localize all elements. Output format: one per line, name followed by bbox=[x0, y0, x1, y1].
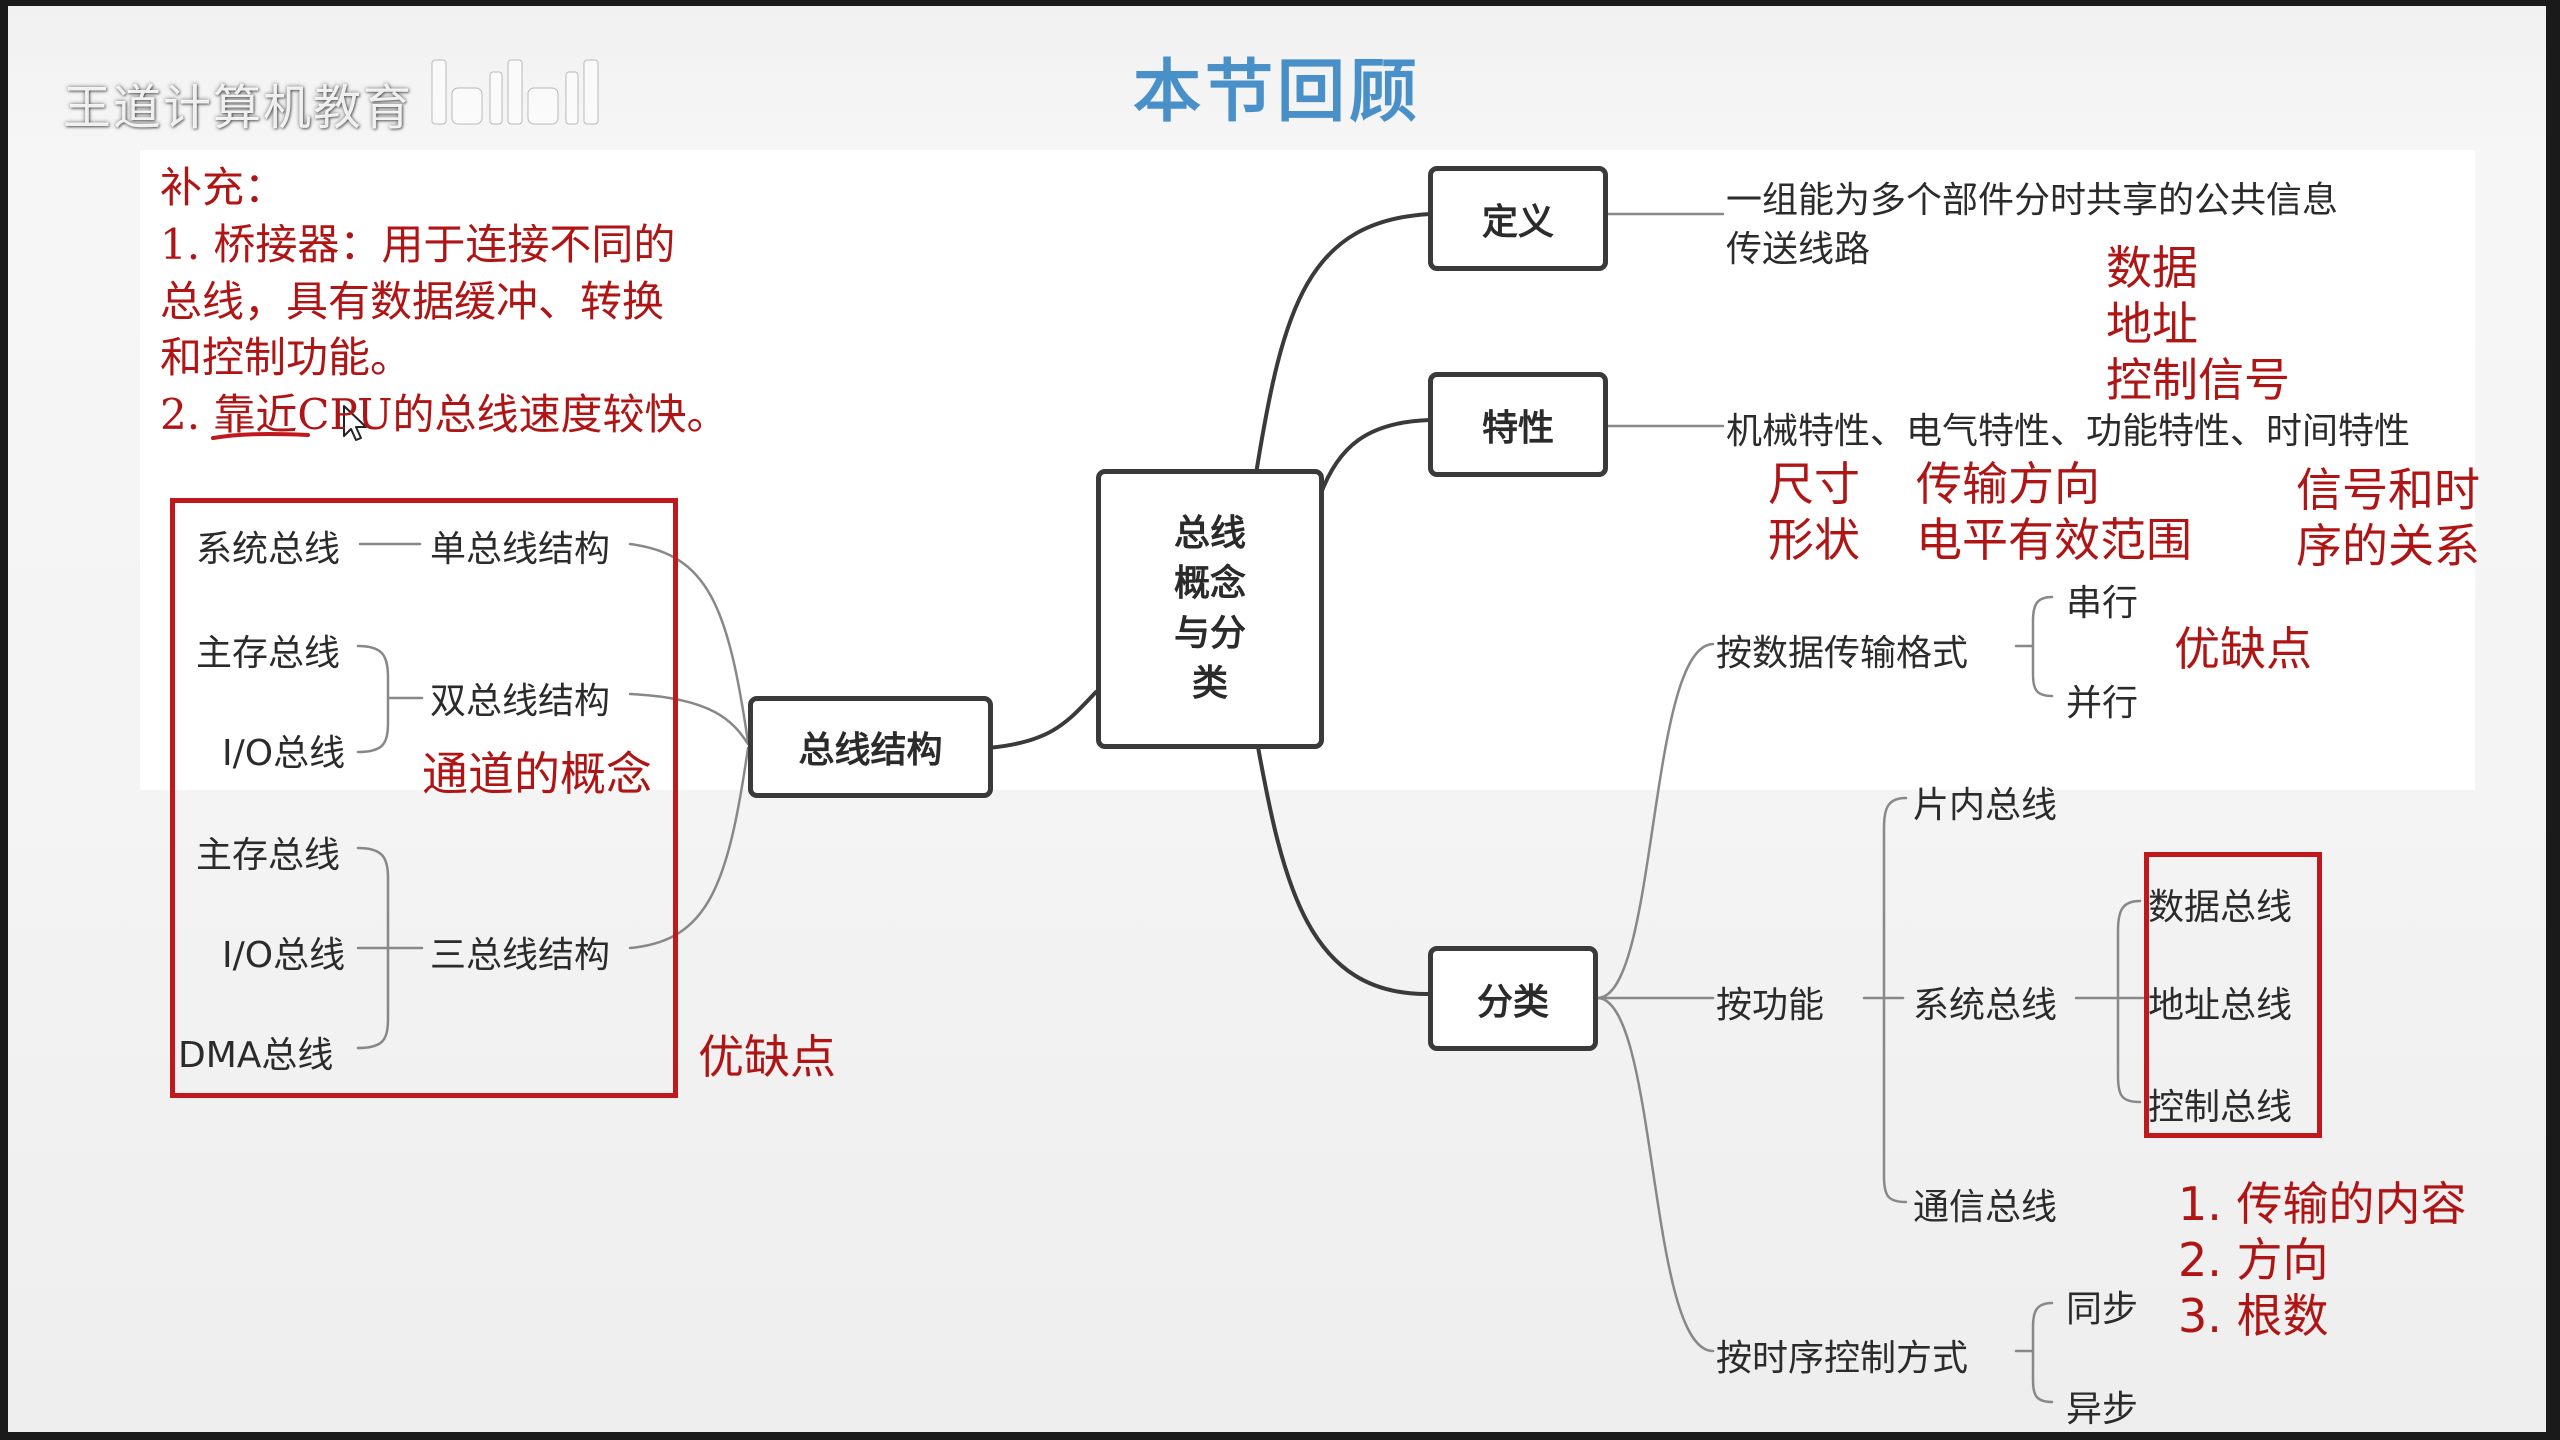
by-timing-label: 按时序控制方式 bbox=[1716, 1338, 1969, 1379]
link-structure-triple bbox=[628, 746, 750, 950]
slide: 王道计算机教育 本节回顾 补充： 1. 桥接器：用于连接不同的 总线，具有数据缓… bbox=[8, 6, 2546, 1432]
mouse-cursor bbox=[343, 405, 367, 441]
single-left-label: 系统总线 bbox=[196, 529, 341, 570]
properties-note-direction: 传输方向 bbox=[1916, 457, 2100, 511]
definition-node[interactable]: 定义 bbox=[1428, 166, 1608, 271]
bracket-timing bbox=[2014, 1301, 2054, 1404]
function-note-1: 1. 传输的内容 bbox=[2178, 1177, 2467, 1231]
link-center-properties bbox=[1318, 418, 1432, 498]
properties-text: 机械特性、电气特性、功能特性、时间特性 bbox=[1726, 411, 2411, 452]
triple-left-label-2: I/O总线 bbox=[222, 935, 346, 976]
by-function-label: 按功能 bbox=[1716, 985, 1825, 1026]
address-bus-label: 地址总线 bbox=[2148, 985, 2293, 1026]
definition-note-address: 地址 bbox=[2106, 297, 2198, 351]
properties-node[interactable]: 特性 bbox=[1428, 372, 1608, 477]
on-chip-bus-label: 片内总线 bbox=[1913, 785, 2058, 826]
link-structure-dual bbox=[628, 692, 750, 746]
definition-note-control: 控制信号 bbox=[2106, 353, 2290, 407]
properties-note-size: 尺寸 bbox=[1768, 457, 1860, 511]
single-structure-label: 单总线结构 bbox=[430, 529, 611, 570]
format-pros-cons-note: 优缺点 bbox=[2174, 622, 2312, 676]
classification-node[interactable]: 分类 bbox=[1428, 946, 1598, 1051]
definition-text-2: 传送线路 bbox=[1726, 229, 1871, 270]
note-line-4: 2. 靠近CPU的总线速度较快。 bbox=[160, 390, 729, 439]
structure-node[interactable]: 总线结构 bbox=[748, 696, 993, 798]
watermark-logo-icon bbox=[428, 54, 618, 132]
sync-label: 同步 bbox=[2066, 1289, 2139, 1330]
properties-note-shape: 形状 bbox=[1768, 513, 1860, 567]
link-structure-single bbox=[628, 542, 750, 744]
system-bus-label: 系统总线 bbox=[1913, 985, 2058, 1026]
definition-note-data: 数据 bbox=[2106, 241, 2198, 295]
note-line-3: 和控制功能。 bbox=[160, 333, 413, 382]
mindmap-links bbox=[211, 212, 2145, 1404]
channel-concept-note: 通道的概念 bbox=[422, 747, 652, 801]
bracket-function bbox=[1862, 796, 1908, 1204]
center-node[interactable]: 总线 概念 与分 类 bbox=[1096, 469, 1324, 749]
properties-note-timing-1: 信号和时 bbox=[2296, 463, 2480, 517]
note-line-1: 1. 桥接器：用于连接不同的 bbox=[160, 220, 676, 269]
link-center-structure bbox=[986, 690, 1098, 750]
comm-bus-label: 通信总线 bbox=[1913, 1187, 2058, 1228]
bracket-triple bbox=[356, 846, 424, 1050]
note-line-2: 总线，具有数据缓冲、转换 bbox=[160, 277, 665, 326]
parallel-label: 并行 bbox=[2066, 683, 2139, 724]
link-center-classification bbox=[1254, 734, 1432, 997]
function-note-2: 2. 方向 bbox=[2178, 1233, 2329, 1287]
structure-pros-cons-note: 优缺点 bbox=[698, 1030, 836, 1084]
dual-left-label-2: I/O总线 bbox=[222, 733, 346, 774]
link-class-timing bbox=[1596, 996, 1715, 1353]
async-label: 异步 bbox=[2066, 1389, 2139, 1430]
properties-note-timing-2: 序的关系 bbox=[2296, 519, 2480, 573]
triple-structure-label: 三总线结构 bbox=[430, 935, 611, 976]
dual-structure-label: 双总线结构 bbox=[430, 681, 611, 722]
by-format-label: 按数据传输格式 bbox=[1716, 633, 1969, 674]
slide-title: 本节回顾 bbox=[1132, 52, 1421, 132]
function-note-3: 3. 根数 bbox=[2178, 1289, 2329, 1343]
note-heading: 补充： bbox=[160, 163, 287, 212]
properties-note-level: 电平有效范围 bbox=[1916, 513, 2192, 567]
triple-left-label-3: DMA总线 bbox=[178, 1035, 334, 1076]
link-center-definition bbox=[1254, 212, 1432, 476]
data-bus-label: 数据总线 bbox=[2148, 887, 2293, 928]
triple-left-label-1: 主存总线 bbox=[196, 835, 341, 876]
annotation-underline bbox=[211, 432, 310, 440]
serial-label: 串行 bbox=[2066, 583, 2139, 624]
system-bus-highlight-box bbox=[2144, 852, 2322, 1138]
bracket-dual bbox=[356, 644, 424, 754]
definition-text-1: 一组能为多个部件分时共享的公共信息 bbox=[1726, 180, 2339, 221]
control-bus-label: 控制总线 bbox=[2148, 1087, 2293, 1128]
structure-highlight-box bbox=[170, 498, 678, 1098]
watermark-text: 王道计算机教育 bbox=[63, 80, 414, 136]
bracket-format bbox=[2014, 595, 2054, 698]
bracket-system bbox=[2074, 899, 2145, 1104]
dual-left-label-1: 主存总线 bbox=[196, 633, 341, 674]
link-class-format bbox=[1596, 642, 1715, 1000]
